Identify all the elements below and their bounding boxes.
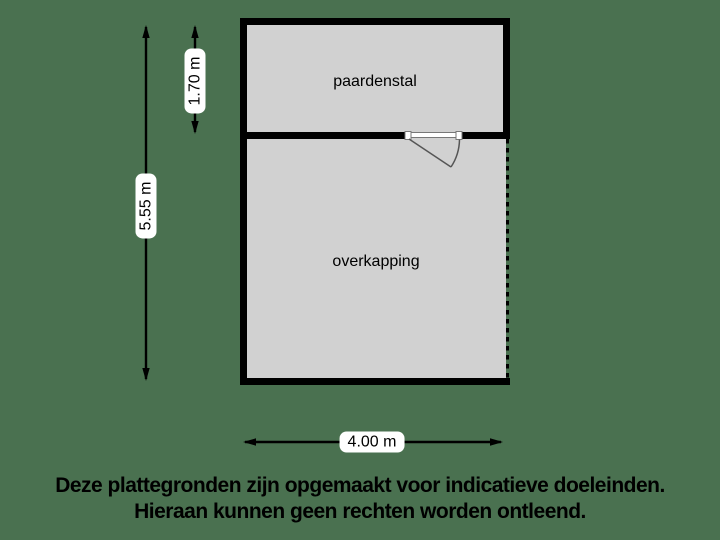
divider-wall-left <box>240 132 405 139</box>
right-wall-paardenstal <box>503 18 510 139</box>
left-wall <box>240 18 247 385</box>
dimension-label-total-height: 5.55 m <box>135 173 157 239</box>
door-swing-arc <box>450 139 461 168</box>
top-wall <box>240 18 510 25</box>
bottom-wall <box>240 378 510 385</box>
door-jamb-right <box>455 131 463 140</box>
disclaimer: Deze plattegronden zijn opgemaakt voor i… <box>0 473 720 525</box>
door-panel <box>410 132 457 138</box>
disclaimer-line1: Deze plattegronden zijn opgemaakt voor i… <box>55 474 665 497</box>
dimension-label-stable-height: 1.70 m <box>184 48 206 114</box>
door-swing-icon <box>404 131 463 168</box>
dimension-label-width: 4.00 m <box>339 431 405 453</box>
room-overkapping-floor <box>247 139 506 378</box>
room-label-overkapping: overkapping <box>332 253 420 270</box>
room-paardenstal-floor <box>247 25 503 132</box>
disclaimer-line2: Hieraan kunnen geen rechten worden ontle… <box>134 500 586 523</box>
divider-wall-right <box>461 132 510 139</box>
door-leaf-line <box>408 138 452 168</box>
door-jamb-left <box>404 131 412 140</box>
room-label-paardenstal: paardenstal <box>333 73 417 90</box>
